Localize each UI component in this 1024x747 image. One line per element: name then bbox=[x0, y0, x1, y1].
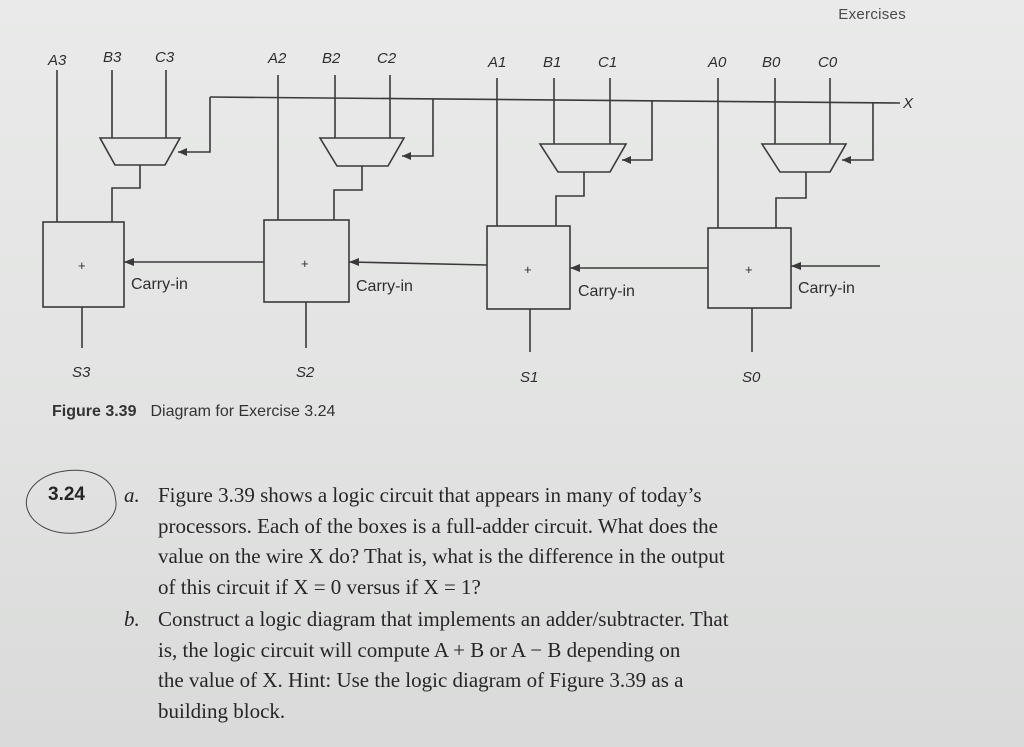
figure-caption: Figure 3.39 Diagram for Exercise 3.24 bbox=[52, 403, 335, 421]
exercise-part-a: a. Figure 3.39 shows a logic circuit tha… bbox=[124, 480, 725, 602]
label-b3: B3 bbox=[103, 49, 122, 66]
label-b2: B2 bbox=[322, 50, 341, 67]
bit-slice-0 bbox=[707, 78, 880, 352]
bit-slice-1 bbox=[486, 78, 708, 352]
adder-circuit-diagram: A3 B3 C3 A2 B2 C2 A1 B1 C1 A0 B0 C0 X + … bbox=[42, 49, 914, 386]
label-c3: C3 bbox=[155, 49, 175, 66]
label-s0: S0 bbox=[742, 369, 761, 386]
label-c2: C2 bbox=[377, 50, 397, 67]
part-a-line-2: processors. Each of the boxes is a full-… bbox=[158, 513, 719, 538]
part-b-line-3: the value of X. Hint: Use the logic diag… bbox=[158, 668, 684, 692]
adder-2-symbol: + bbox=[301, 256, 309, 271]
part-b-label: b. bbox=[124, 607, 140, 631]
bit-slice-2 bbox=[263, 75, 488, 348]
bit-slice-3 bbox=[42, 70, 264, 348]
part-b-line-1: Construct a logic diagram that implement… bbox=[158, 607, 729, 631]
figure-caption-text: Diagram for Exercise 3.24 bbox=[150, 403, 336, 420]
part-a-label: a. bbox=[124, 483, 140, 507]
label-a3: A3 bbox=[47, 52, 67, 69]
part-a-line-3: value on the wire X do? That is, what is… bbox=[158, 544, 725, 568]
label-c1: C1 bbox=[598, 54, 617, 71]
carry-in-label-3: Carry-in bbox=[131, 276, 188, 293]
adder-0-symbol: + bbox=[745, 262, 753, 277]
label-c0: C0 bbox=[818, 54, 838, 71]
label-a0: A0 bbox=[707, 54, 727, 71]
label-s3: S3 bbox=[72, 364, 91, 381]
label-b0: B0 bbox=[762, 54, 781, 71]
part-b-line-4: building block. bbox=[158, 698, 286, 723]
adder-1-symbol: + bbox=[524, 262, 532, 277]
part-a-line-4: of this circuit if X = 0 versus if X = 1… bbox=[158, 574, 481, 599]
carry-in-label-2: Carry-in bbox=[356, 278, 413, 295]
part-a-line-1: Figure 3.39 shows a logic circuit that a… bbox=[158, 483, 702, 507]
adder-3-symbol: + bbox=[78, 258, 86, 273]
part-b-line-2: is, the logic circuit will compute A + B… bbox=[158, 637, 681, 662]
label-a1: A1 bbox=[487, 54, 506, 71]
section-header: Exercises bbox=[838, 6, 906, 23]
exercise-part-b: b. Construct a logic diagram that implem… bbox=[124, 604, 729, 726]
x-control-line bbox=[209, 96, 901, 104]
label-s2: S2 bbox=[296, 364, 315, 381]
label-x: X bbox=[902, 95, 914, 112]
carry-in-label-1: Carry-in bbox=[578, 283, 635, 300]
figure-number: Figure 3.39 bbox=[52, 403, 137, 420]
label-s1: S1 bbox=[520, 369, 538, 386]
label-a2: A2 bbox=[267, 50, 287, 67]
carry-in-label-0: Carry-in bbox=[798, 280, 855, 297]
exercise-number: 3.24 bbox=[48, 484, 85, 505]
label-b1: B1 bbox=[543, 54, 561, 71]
